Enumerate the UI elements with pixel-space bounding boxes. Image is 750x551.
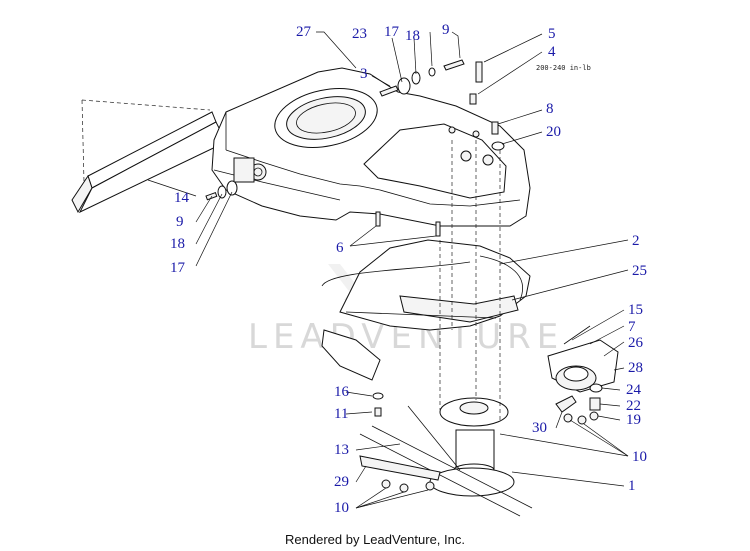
- callout-6: 6: [336, 240, 344, 256]
- top-shaft-hardware: [379, 59, 465, 97]
- leader-lines: [147, 31, 629, 509]
- callout-20: 20: [546, 124, 561, 140]
- callout-17-left: 17: [170, 260, 186, 276]
- callout-19: 19: [626, 412, 641, 428]
- callout-16: 16: [334, 384, 350, 400]
- callout-11: 11: [334, 406, 348, 422]
- callout-17: 17: [384, 24, 400, 40]
- callout-15: 15: [628, 302, 643, 318]
- callout-28: 28: [628, 360, 643, 376]
- left-side-hardware: [205, 180, 238, 201]
- callout-1: 1: [628, 478, 636, 494]
- callout-22: 22: [626, 398, 641, 414]
- callout-27: 27: [296, 24, 312, 40]
- torque-note: 200-240 in-lb: [536, 64, 591, 72]
- right-bolts: [448, 61, 505, 166]
- callout-9: 9: [442, 22, 450, 38]
- callout-23: 23: [352, 26, 367, 42]
- spindle-assembly: [359, 397, 533, 517]
- small-hardware: [372, 392, 384, 417]
- callout-2: 2: [632, 233, 640, 249]
- idler-assembly: [547, 325, 619, 425]
- callout-29: 29: [334, 474, 349, 490]
- callout-labels: 27 23 17 18 9 5 4 3 8 20 14 9 18 17 6 2 …: [170, 22, 647, 516]
- callout-5: 5: [548, 26, 556, 42]
- callout-10-right: 10: [632, 449, 647, 465]
- callout-14: 14: [174, 190, 190, 206]
- callout-18: 18: [405, 28, 420, 44]
- callout-3: 3: [360, 66, 368, 82]
- callout-7: 7: [628, 319, 636, 335]
- callout-26: 26: [628, 335, 644, 351]
- callout-24: 24: [626, 382, 642, 398]
- upper-housing: [211, 67, 531, 227]
- housing-screws: [375, 211, 441, 237]
- callout-8: 8: [546, 101, 554, 117]
- deflector-plate: [71, 99, 227, 214]
- alignment-lines: [439, 140, 501, 420]
- callout-10-left: 10: [334, 500, 349, 516]
- callout-18-left: 18: [170, 236, 185, 252]
- callout-9-left: 9: [176, 214, 184, 230]
- callout-30: 30: [532, 420, 547, 436]
- callout-4: 4: [548, 44, 556, 60]
- footer-credit: Rendered by LeadVenture, Inc.: [285, 532, 465, 547]
- lower-shroud: [321, 239, 531, 381]
- callout-13: 13: [334, 442, 349, 458]
- callout-25: 25: [632, 263, 647, 279]
